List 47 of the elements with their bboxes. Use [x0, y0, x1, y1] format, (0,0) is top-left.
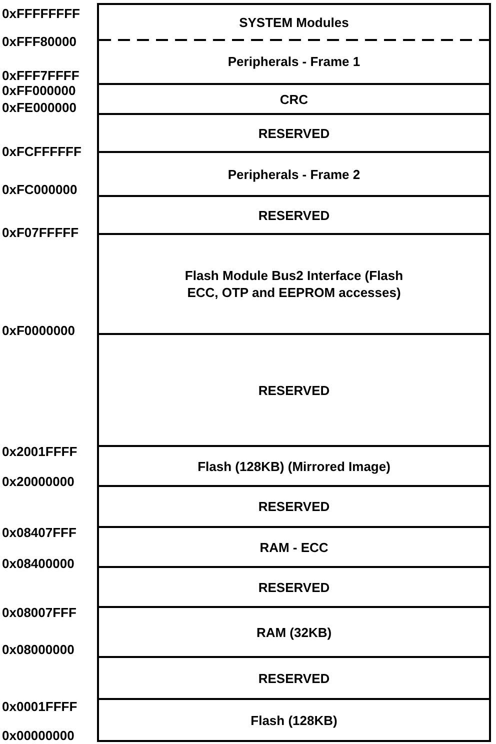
- region-name: RESERVED: [257, 670, 331, 686]
- address-label: 0xFFF7FFFF: [2, 68, 80, 83]
- address-label: 0x2001FFFF: [2, 444, 78, 459]
- address-label: 0x08400000: [2, 556, 74, 571]
- memory-region: [97, 40, 491, 83]
- region-name: Peripherals - Frame 2: [226, 166, 362, 182]
- memory-region: [97, 485, 491, 526]
- memory-region: [97, 195, 491, 233]
- region-name: RESERVED: [257, 498, 331, 515]
- region-name: RESERVED: [257, 206, 331, 224]
- memory-region: [97, 151, 491, 195]
- address-label: 0xFFFFFFFF: [2, 6, 80, 21]
- memory-region: [97, 606, 491, 656]
- address-label: 0x20000000: [2, 474, 74, 489]
- address-label: 0x08007FFF: [2, 605, 76, 620]
- memory-region: [97, 3, 491, 40]
- address-label: 0xFE000000: [2, 100, 76, 115]
- region-name: Flash (128KB) (Mirrored Image): [196, 458, 392, 474]
- memory-region: [97, 656, 491, 698]
- address-label: 0x0001FFFF: [2, 699, 78, 714]
- region-name: SYSTEM Modules: [238, 14, 350, 31]
- memory-region: [97, 233, 491, 333]
- memory-region: [97, 83, 491, 113]
- region-name: RESERVED: [257, 382, 331, 398]
- memory-region: [97, 333, 491, 445]
- region-name: RESERVED: [257, 578, 331, 596]
- address-label: 0x08407FFF: [2, 525, 76, 540]
- region-name: Peripherals - Frame 1: [226, 53, 362, 70]
- region-name: Flash (128KB): [250, 712, 338, 728]
- region-name: Flash Module Bus2 Interface (Flash ECC, OTP and EEPROM accesses): [184, 267, 404, 301]
- address-label: 0xF07FFFFF: [2, 225, 79, 240]
- memory-region: [97, 113, 491, 151]
- address-label: 0xF0000000: [2, 323, 76, 338]
- address-label: 0xFFF80000: [2, 34, 76, 49]
- region-name: RAM (32KB): [255, 624, 333, 640]
- memory-region: [97, 445, 491, 485]
- memory-region: [97, 566, 491, 606]
- address-label: 0xFF000000: [2, 83, 76, 98]
- address-label: 0xFCFFFFFF: [2, 144, 82, 159]
- region-name: CRC: [278, 90, 310, 108]
- memory-region: [97, 526, 491, 566]
- region-name: RAM - ECC: [258, 538, 330, 556]
- address-label: 0x00000000: [2, 728, 74, 743]
- address-label: 0x08000000: [2, 642, 74, 657]
- address-label: 0xFC000000: [2, 182, 78, 197]
- memory-region: [97, 698, 491, 742]
- region-name: RESERVED: [257, 124, 331, 142]
